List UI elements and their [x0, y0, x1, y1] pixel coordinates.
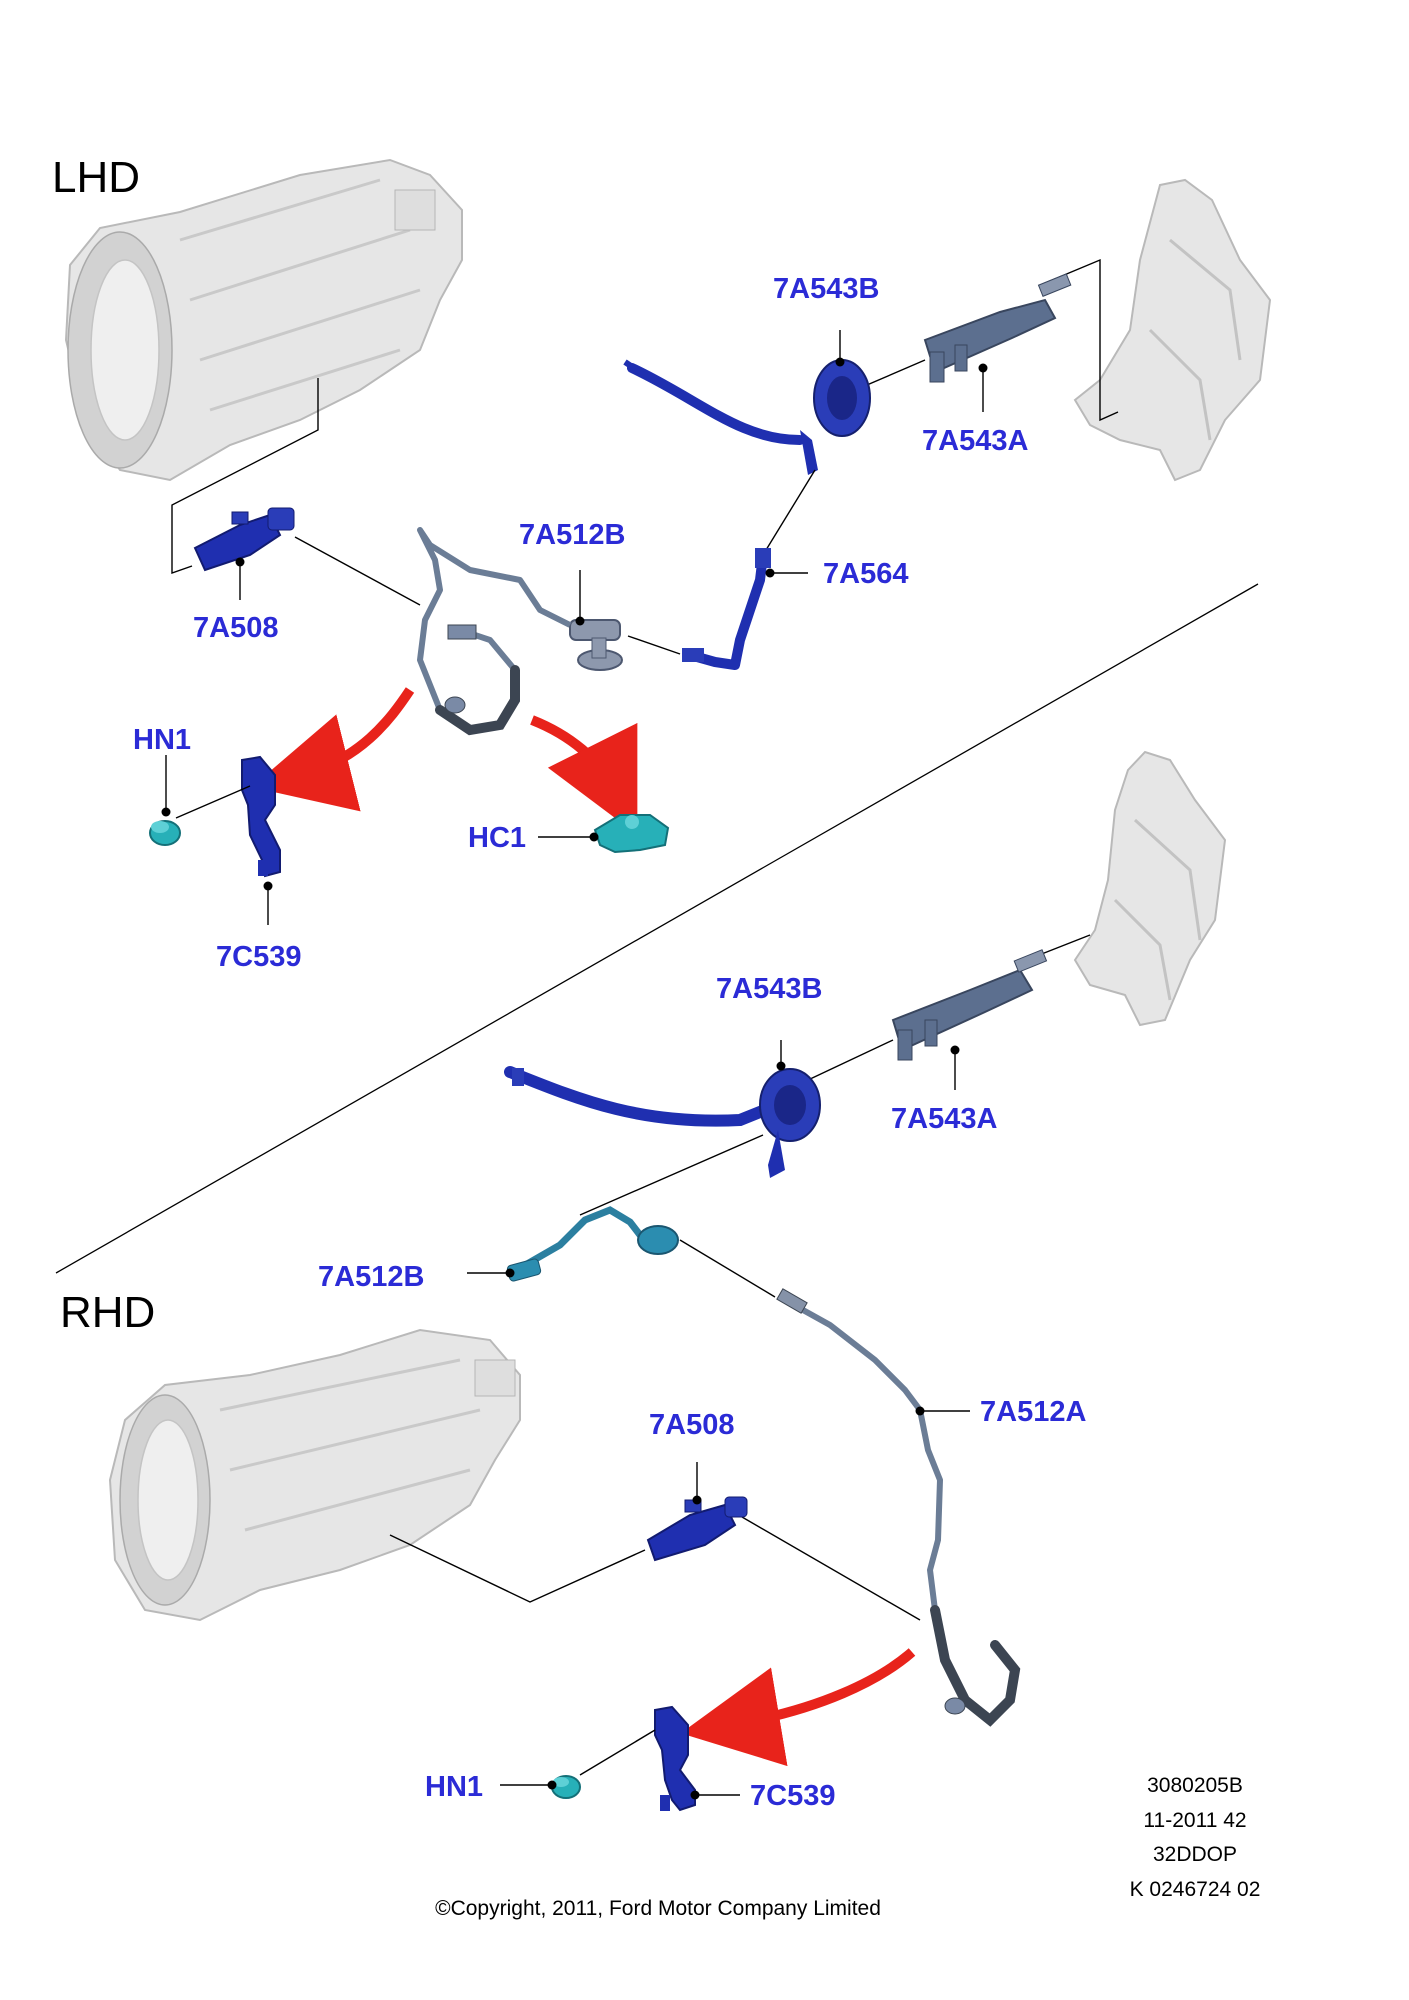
copyright-notice: ©Copyright, 2011, Ford Motor Company Lim…	[435, 1897, 881, 1920]
lhd-bracket-dot	[263, 881, 273, 891]
lhd-transmission-leader	[171, 378, 319, 574]
lhd-label-7a512b: 7A512B	[519, 519, 625, 551]
lhd-slave-line-link	[294, 536, 421, 606]
lhd-bracket	[241, 755, 281, 878]
lhd-clip	[593, 814, 670, 854]
rhd-arrow-to-bracket	[680, 1648, 916, 1767]
rhd-slave-cylinder-dot	[692, 1495, 702, 1505]
lhd-master-cylinder-dot	[978, 363, 988, 373]
lhd-hose-connector-dot	[575, 616, 585, 626]
rhd-title: RHD	[60, 1288, 155, 1337]
reference-line-1: 3080205B	[1147, 1774, 1243, 1797]
lhd-pedal-box-image	[1073, 178, 1272, 482]
lhd-reservoir-pipe-link	[765, 469, 816, 551]
rhd-nut-bracket-link	[579, 1729, 656, 1776]
lhd-master-cylinder	[923, 273, 1072, 383]
reference-line-4: K 0246724 02	[1130, 1878, 1261, 1901]
lhd-transmission-image	[64, 158, 463, 482]
lhd-pipe	[682, 548, 771, 670]
rhd-hose-connector	[506, 1206, 679, 1282]
lhd-pipe-connector-link	[627, 635, 681, 655]
lhd-clutch-line	[417, 527, 572, 736]
rhd-reservoir-hose	[504, 1066, 821, 1178]
rhd-pipe	[776, 1288, 1021, 1727]
section-divider	[55, 583, 1259, 1274]
lhd-label-7c539: 7C539	[216, 941, 301, 973]
rhd-label-hn1: HN1	[425, 1771, 483, 1803]
lhd-slave-cylinder	[193, 507, 295, 572]
lhd-title: LHD	[52, 153, 140, 202]
rhd-label-7a543b: 7A543B	[716, 973, 822, 1005]
rhd-pedal-box-image	[1073, 750, 1227, 1027]
rhd-label-7c539: 7C539	[750, 1780, 835, 1812]
lhd-pedal-leader	[1044, 258, 1119, 422]
rhd-label-7a543a: 7A543A	[891, 1103, 997, 1135]
lhd-nut	[149, 820, 181, 846]
rhd-slave-cylinder	[646, 1496, 748, 1562]
rhd-nut-dot	[547, 1780, 557, 1790]
rhd-bracket	[654, 1705, 696, 1812]
rhd-reservoir-mc-link	[807, 1039, 894, 1081]
lhd-pipe-dot	[765, 568, 775, 578]
lhd-label-hn1: HN1	[133, 724, 191, 756]
rhd-label-7a508: 7A508	[649, 1409, 734, 1441]
rhd-reservoir-connector-link	[579, 1134, 764, 1216]
lhd-nut-dot	[161, 807, 171, 817]
rhd-master-cylinder-dot	[950, 1045, 960, 1055]
reference-block: 3080205B 11-2011 42 32DDOP K 0246724 02	[1130, 1774, 1261, 1901]
rhd-hose-connector-dot	[505, 1268, 515, 1278]
lhd-arrow-to-clip	[530, 715, 638, 835]
rhd-master-cylinder	[891, 949, 1048, 1061]
rhd-reservoir-dot	[776, 1061, 786, 1071]
lhd-arrow-to-bracket	[251, 687, 415, 812]
lhd-hose-connector	[569, 619, 623, 671]
reference-line-2: 11-2011 42	[1143, 1809, 1246, 1832]
lhd-label-7a543b: 7A543B	[773, 273, 879, 305]
rhd-transmission-leader	[389, 1534, 646, 1603]
lhd-reservoir-mc-link	[859, 359, 926, 389]
lhd-label-7a564: 7A564	[823, 558, 908, 590]
lhd-slave-cylinder-dot	[235, 557, 245, 567]
rhd-pipe-dot	[915, 1406, 925, 1416]
rhd-nut	[551, 1775, 581, 1799]
lhd-clip-dot	[589, 832, 599, 842]
lhd-label-7a508: 7A508	[193, 612, 278, 644]
rhd-transmission-image	[108, 1328, 521, 1622]
lhd-label-7a543a: 7A543A	[922, 425, 1028, 457]
lhd-reservoir-dot	[835, 357, 845, 367]
rhd-label-7a512a: 7A512A	[980, 1396, 1086, 1428]
rhd-label-7a512b: 7A512B	[318, 1261, 424, 1293]
rhd-bracket-dot	[690, 1790, 700, 1800]
lhd-reservoir-hose	[623, 359, 871, 475]
rhd-connector-pipe-link	[679, 1239, 776, 1298]
reference-line-3: 32DDOP	[1153, 1843, 1237, 1866]
rhd-slave-pipe-link	[741, 1516, 921, 1621]
lhd-nut-bracket-link	[175, 785, 251, 819]
lhd-label-hc1: HC1	[468, 822, 526, 854]
